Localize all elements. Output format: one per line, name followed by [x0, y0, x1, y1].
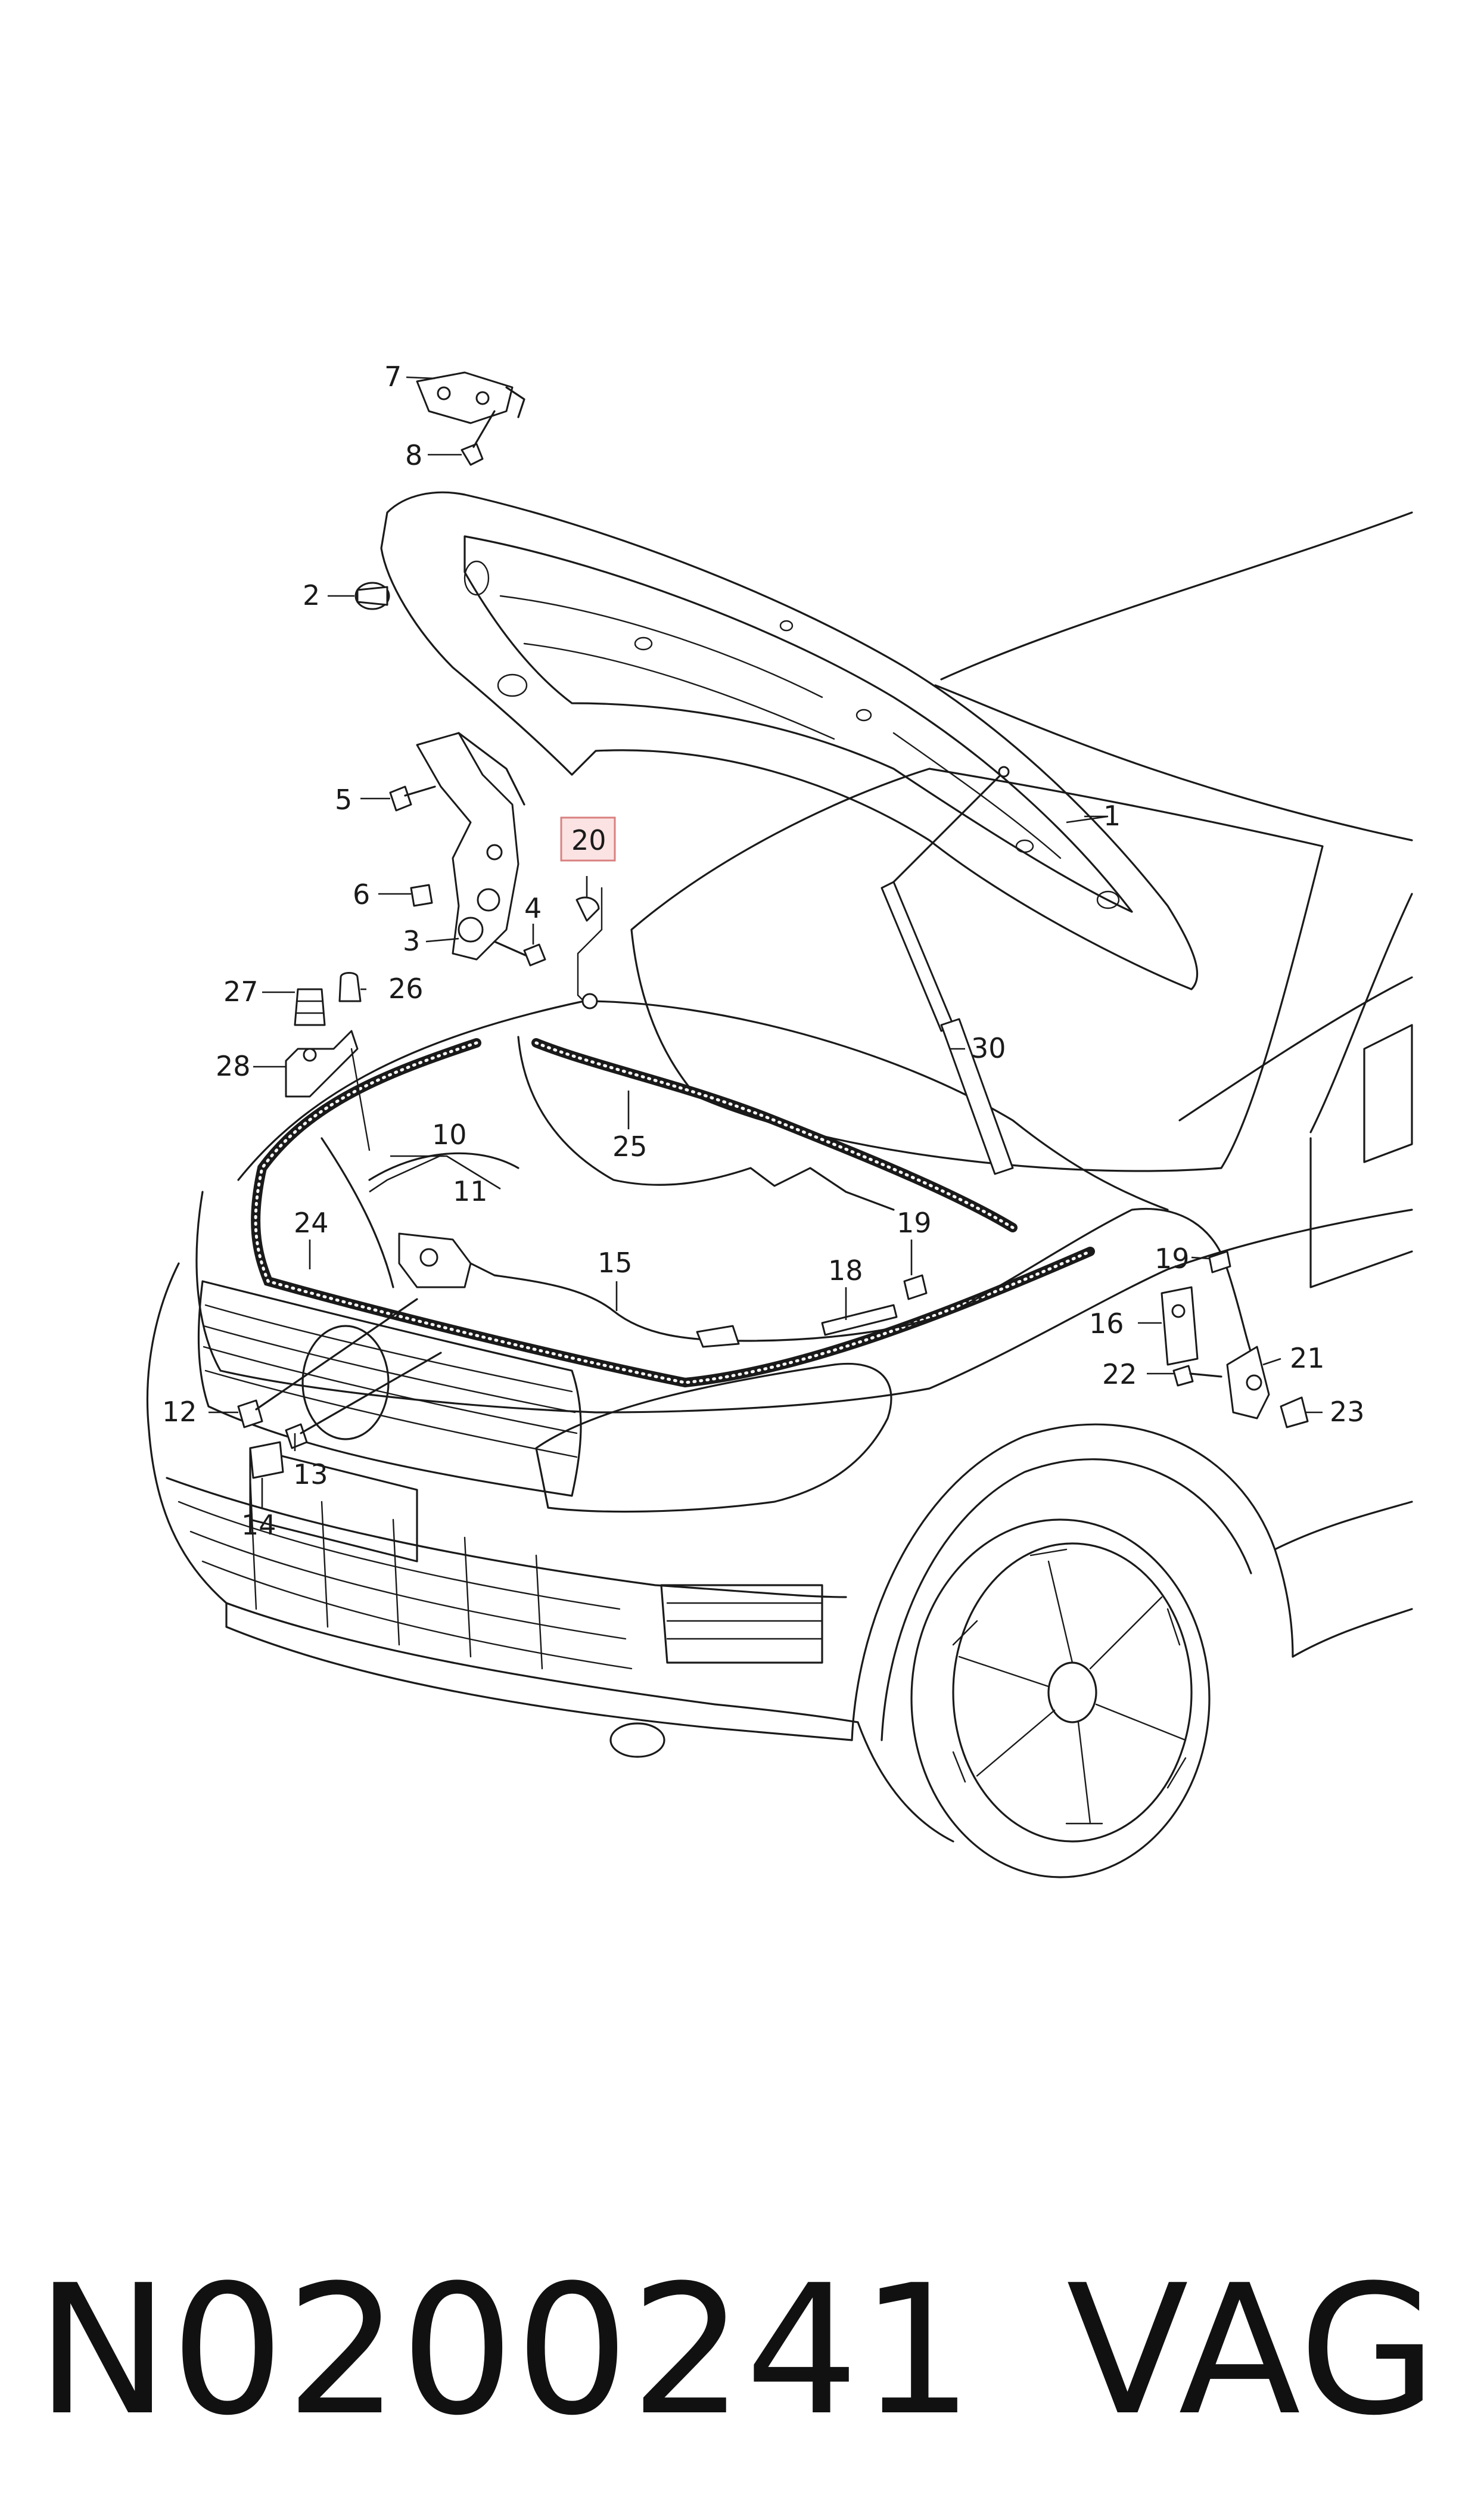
callout-27: 27	[223, 976, 259, 1008]
part-14-nut	[249, 1441, 284, 1479]
part-8-bolt	[461, 410, 496, 466]
callout-28: 28	[216, 1050, 251, 1082]
callout-19a: 19	[897, 1207, 932, 1239]
callout-labels: 1 2 3 4 5 6 7 8 10 11 12 13 14 15 16 18 …	[162, 361, 1365, 1541]
callout-4: 4	[524, 892, 542, 924]
callout-14: 14	[241, 1509, 276, 1541]
callout-8: 8	[405, 439, 422, 471]
part-4-bolt	[493, 940, 546, 967]
callout-13: 13	[293, 1458, 328, 1490]
part-13-bolt	[285, 1352, 442, 1449]
seal-25-drawing	[531, 1038, 1018, 1232]
callout-11: 11	[453, 1175, 488, 1207]
part-30-gas-strut	[881, 766, 1014, 1175]
part-23-clip	[1280, 1396, 1309, 1428]
part-22-screw	[1172, 1365, 1222, 1387]
part-2-buffer	[354, 582, 390, 610]
part-27-buffer	[294, 988, 326, 1026]
callout-16: 16	[1089, 1307, 1124, 1340]
callout-23: 23	[1330, 1396, 1365, 1428]
part-18-sleeve	[821, 1304, 898, 1336]
part-12-bolt	[237, 1298, 418, 1428]
part-7-striker-plate	[416, 371, 525, 424]
callout-15: 15	[598, 1247, 633, 1279]
part-28-bracket	[285, 1030, 371, 1151]
callout-20: 20	[571, 824, 606, 856]
seal-24-drawing	[251, 1038, 1095, 1388]
callout-5: 5	[335, 784, 352, 816]
callout-12: 12	[162, 1396, 197, 1428]
part-26-cap	[338, 972, 362, 1002]
part-20-clip	[575, 887, 603, 1010]
callout-2: 2	[303, 579, 320, 611]
callout-24: 24	[294, 1207, 329, 1239]
part-10-hood-lock	[398, 1232, 496, 1288]
callout-20-highlight-box	[560, 816, 616, 862]
callout-22: 22	[1102, 1358, 1137, 1390]
parts-diagram: 1 2 3 4 5 6 7 8 10 11 12 13 14 15 16 18 …	[146, 361, 1413, 1878]
part-3-hinge	[416, 732, 525, 961]
callout-7: 7	[384, 361, 402, 393]
part-19-clip-b	[1208, 1250, 1231, 1274]
hood-panel-drawing	[380, 491, 1199, 990]
callout-30: 30	[971, 1032, 1006, 1064]
callout-6: 6	[353, 878, 370, 911]
diagram-footer: N0200241 VAG	[0, 2253, 1484, 2449]
car-body-drawing	[146, 511, 1413, 1878]
part-21-release-handle	[1226, 1346, 1270, 1420]
callout-1: 1	[1103, 800, 1121, 832]
leader-lines	[209, 376, 1323, 1508]
part-16-bracket	[1161, 1286, 1199, 1366]
callout-26: 26	[388, 973, 424, 1005]
callout-25: 25	[612, 1130, 648, 1163]
brand-label: VAG	[1066, 2247, 1439, 2455]
diagram-code: N0200241	[36, 2247, 975, 2455]
callout-18: 18	[828, 1254, 863, 1287]
callout-10: 10	[432, 1119, 467, 1151]
part-15-release-cable	[493, 1207, 1252, 1354]
callout-21: 21	[1290, 1342, 1325, 1374]
part-5-bolt	[389, 785, 436, 812]
callout-3: 3	[403, 925, 420, 957]
part-19-clip-a	[903, 1274, 928, 1300]
part-6-pin	[410, 884, 433, 907]
callout-19b: 19	[1155, 1243, 1190, 1275]
